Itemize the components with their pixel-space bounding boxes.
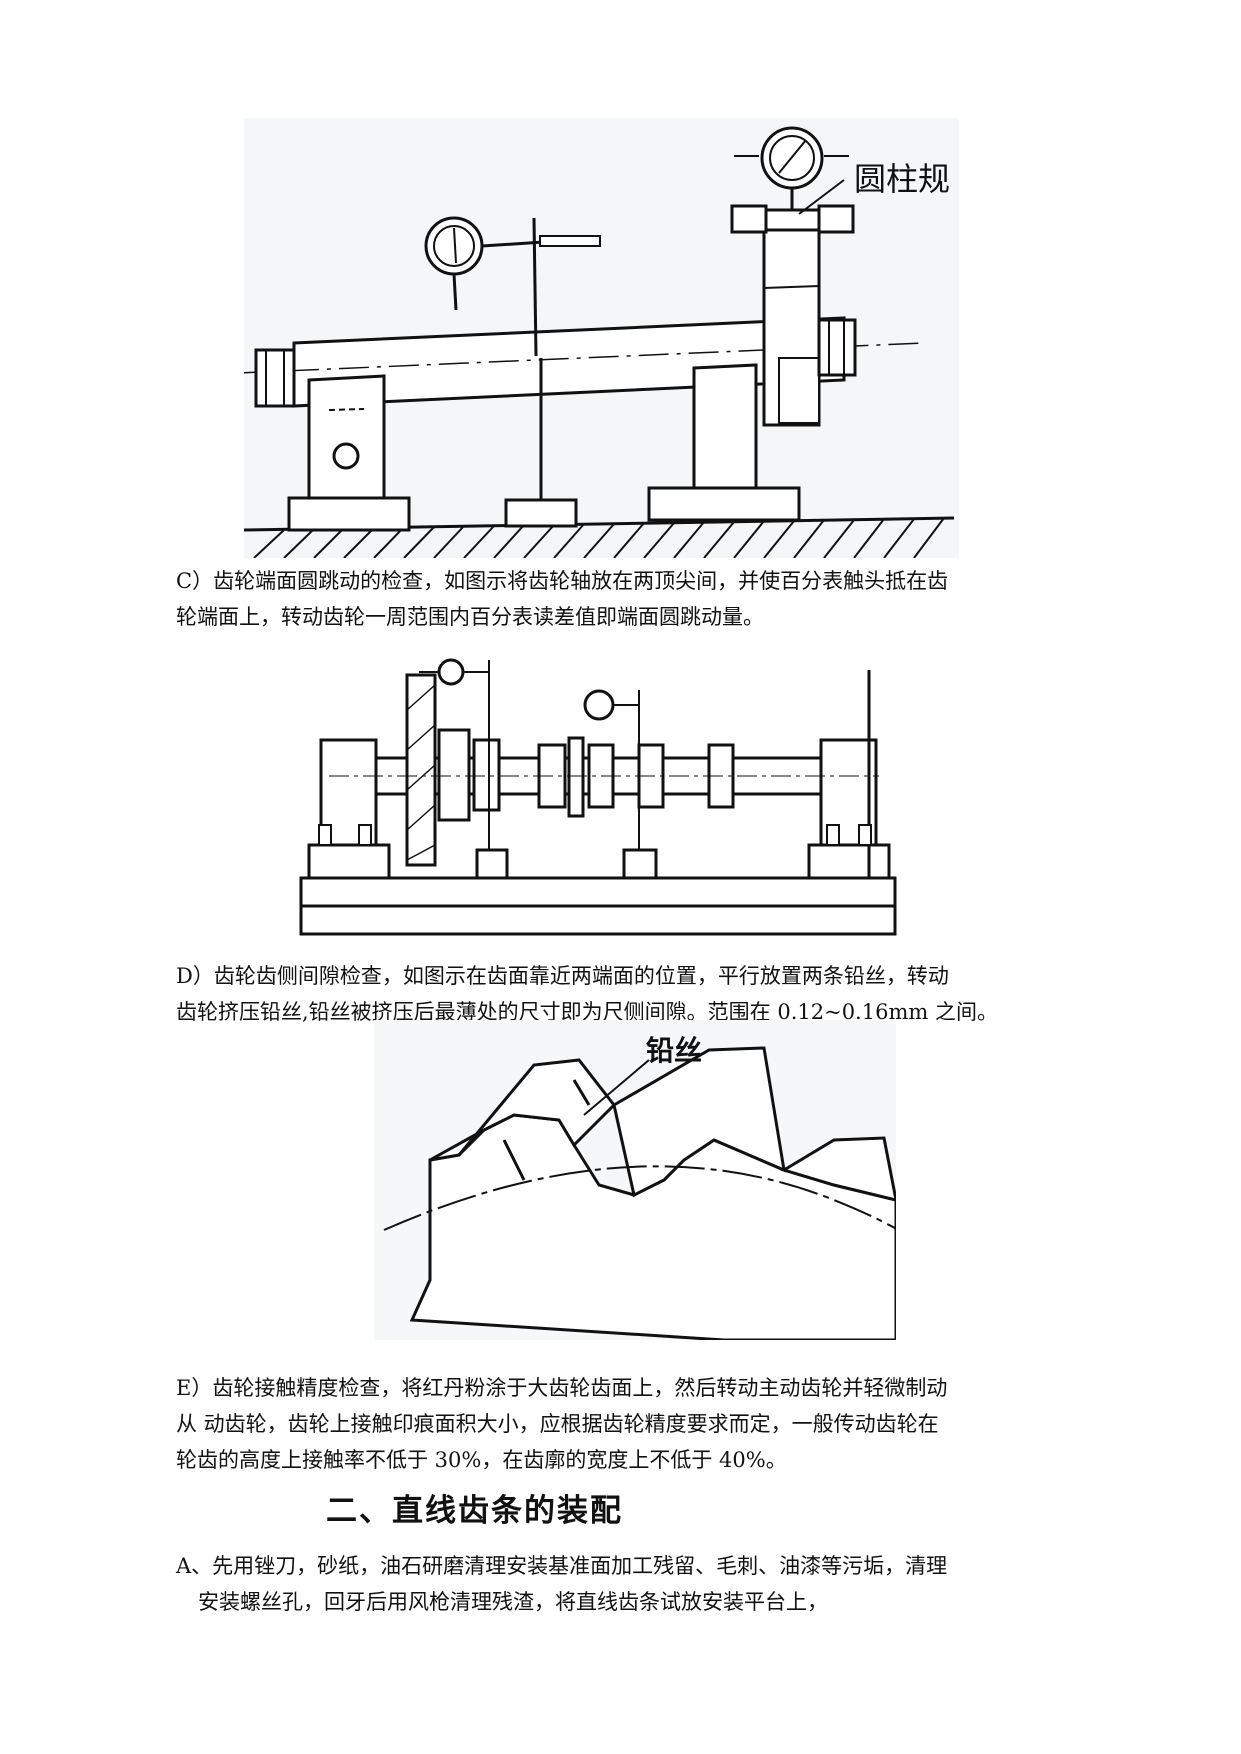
para-a-line1: A、先用锉刀，砂纸，油石研磨清理安装基准面加工残留、毛刺、油漆等污垢，清理 xyxy=(176,1554,948,1578)
para-d-line1: D）齿轮齿侧间隙检查，如图示在齿面靠近两端面的位置，平行放置两条铅丝，转动 xyxy=(176,964,949,988)
figure1-label: 圆柱规 xyxy=(854,160,950,198)
para-e-line1: E）齿轮接触精度检查，将红丹粉涂于大齿轮齿面上，然后转动主动齿轮并轻微制动 xyxy=(176,1376,948,1400)
figure-lead-wire-teeth: 铅丝 xyxy=(374,1020,896,1340)
para-c-line2: 轮端面上，转动齿轮一周范围内百分表读差值即端面圆跳动量。 xyxy=(176,605,764,629)
para-e-line2: 从 动齿轮，齿轮上接触印痕面积大小，应根据齿轮精度要求而定，一般传动齿轮在 xyxy=(176,1412,939,1436)
paragraph-a: A、先用锉刀，砂纸，油石研磨清理安装基准面加工残留、毛刺、油漆等污垢，清理 安装… xyxy=(176,1548,1096,1620)
para-a-line2: 安装螺丝孔，回牙后用风枪清理残渣，将直线齿条试放安装平台上， xyxy=(198,1590,828,1614)
section-title: 二、直线齿条的装配 xyxy=(326,1493,623,1529)
para-e-line3: 轮齿的高度上接触率不低于 30%，在齿廓的宽度上不低于 40%。 xyxy=(176,1448,787,1472)
figure3-label: 铅丝 xyxy=(646,1034,702,1067)
figure-backlash-apparatus xyxy=(299,658,897,936)
paragraph-e: E）齿轮接触精度检查，将红丹粉涂于大齿轮齿面上，然后转动主动齿轮并轻微制动 从 … xyxy=(176,1370,1096,1478)
figure-end-face-runout: 圆柱规 xyxy=(244,118,959,558)
paragraph-c: C）齿轮端面圆跳动的检查，如图示将齿轮轴放在两顶尖间，并使百分表触头抵在齿 轮端… xyxy=(176,563,1096,635)
para-c-line1: C）齿轮端面圆跳动的检查，如图示将齿轮轴放在两顶尖间，并使百分表触头抵在齿 xyxy=(176,569,949,593)
